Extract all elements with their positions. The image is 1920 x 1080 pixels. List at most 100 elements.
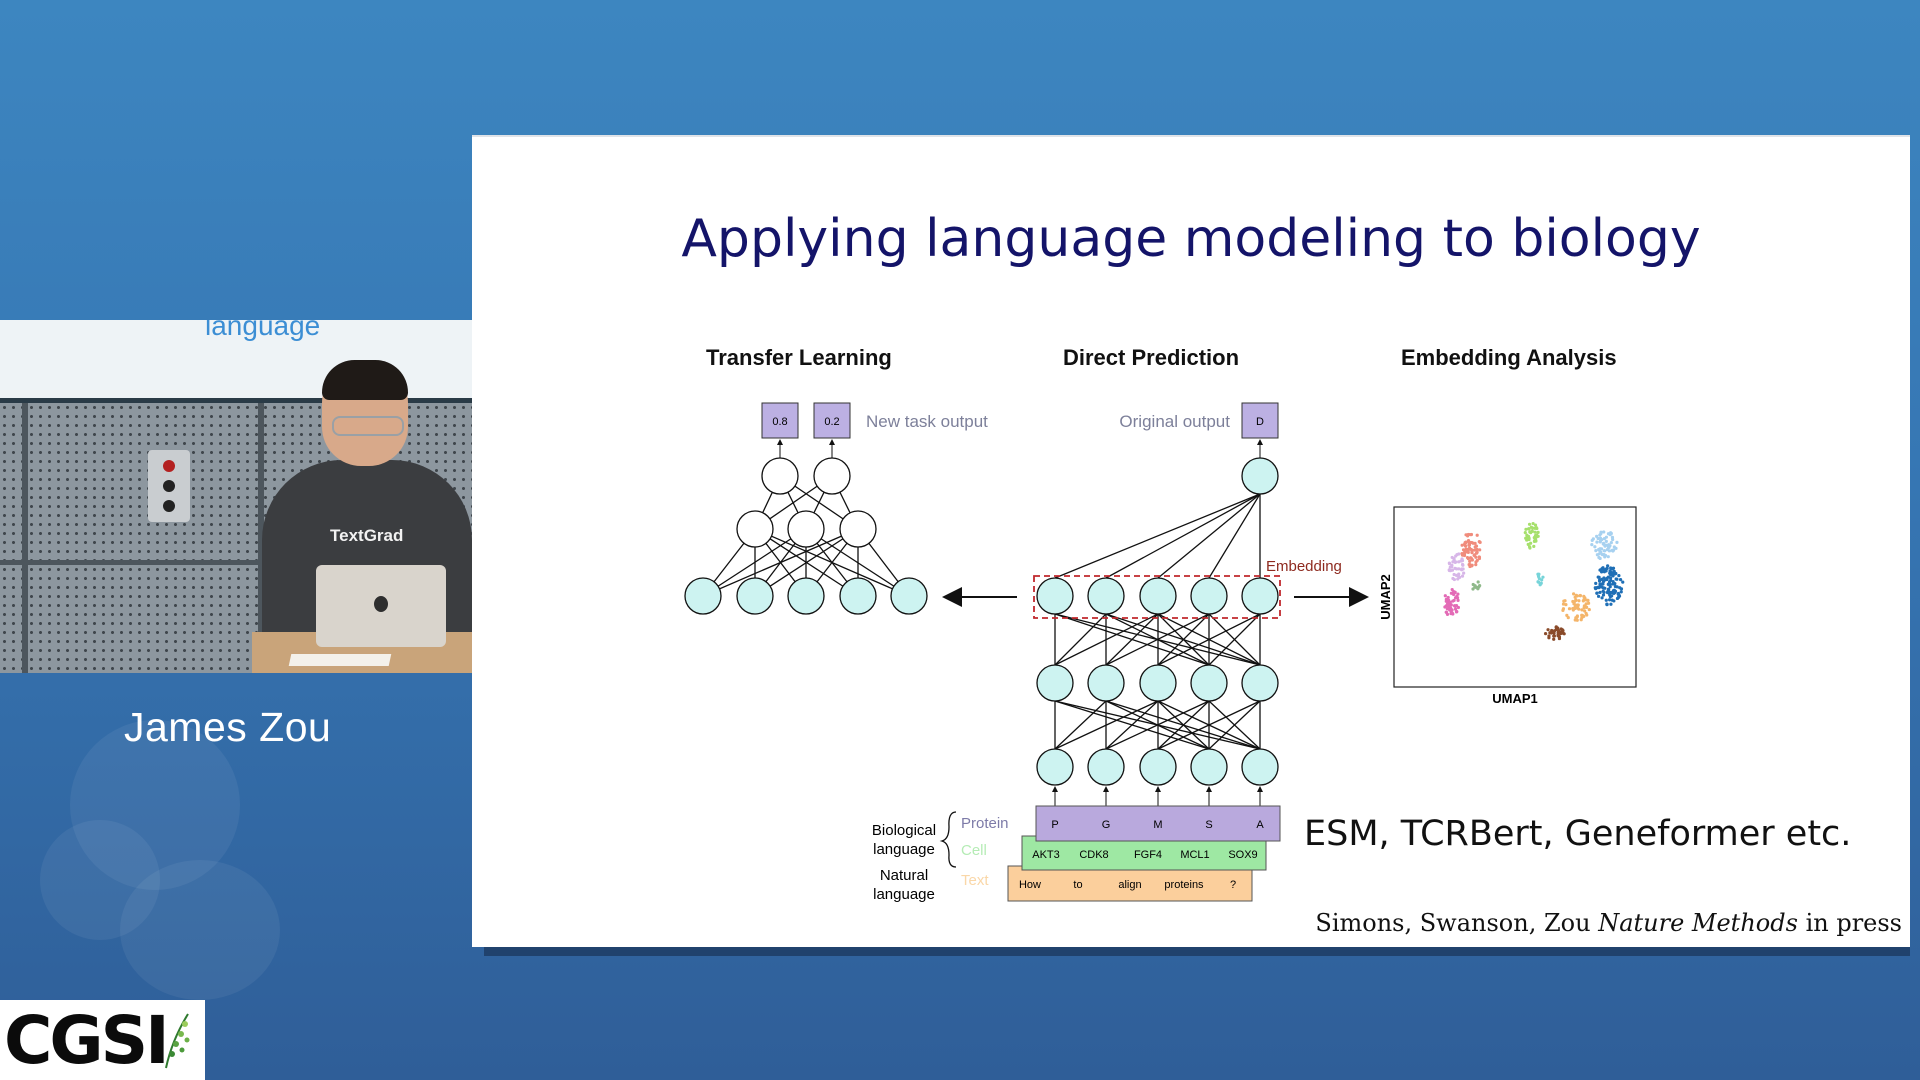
wall-text: language: [205, 320, 321, 341]
umap-point: [1523, 531, 1527, 535]
direct-embedding-node: [1087, 577, 1125, 615]
umap-point: [1450, 608, 1454, 612]
umap-point: [1462, 571, 1466, 575]
direct-layer2-node: [1139, 664, 1177, 702]
edge: [1105, 700, 1261, 750]
citation-journal: Nature Methods: [1598, 909, 1798, 937]
umap-point: [1599, 530, 1603, 534]
umap-point: [1611, 537, 1615, 542]
speaker-hair: [322, 360, 408, 400]
umap-point: [1531, 521, 1535, 526]
umap-point: [1538, 583, 1542, 587]
umap-point: [1447, 561, 1451, 565]
embedding-dashed-box: [1033, 575, 1281, 619]
umap-point: [1602, 553, 1606, 557]
umap-point: [1467, 543, 1471, 547]
umap-point: [1573, 606, 1577, 610]
umap-point: [1530, 529, 1534, 533]
umap-point: [1586, 601, 1591, 605]
edge: [1054, 613, 1210, 666]
umap-point: [1614, 577, 1618, 581]
umap-point: [1524, 527, 1528, 531]
umap-point: [1447, 568, 1451, 572]
umap-point: [1460, 557, 1464, 561]
transfer-input-node: [787, 577, 825, 615]
text-token: align: [1118, 879, 1141, 891]
label-natural-1: Natural: [880, 867, 928, 884]
umap-point: [1594, 549, 1598, 553]
edge: [1054, 613, 1107, 666]
edge: [1105, 613, 1261, 666]
umap-point: [1598, 579, 1602, 583]
umap-point: [1534, 539, 1538, 543]
umap-point: [1466, 550, 1470, 554]
umap-point: [1597, 552, 1601, 556]
umap-point: [1590, 543, 1594, 547]
umap-point: [1456, 577, 1460, 581]
umap-point: [1606, 587, 1611, 591]
umap-point: [1607, 591, 1611, 595]
umap-point: [1447, 598, 1451, 602]
umap-point: [1609, 602, 1613, 606]
umap-point: [1606, 555, 1610, 559]
label-natural-2: language: [873, 886, 935, 903]
umap-point: [1463, 548, 1467, 553]
umap-point: [1556, 633, 1560, 637]
new-task-label: New task output: [866, 412, 988, 431]
label-text: Text: [961, 872, 989, 889]
umap-point: [1474, 544, 1479, 548]
direct-embedding-node: [1190, 577, 1228, 615]
direct-layer2-node: [1190, 664, 1228, 702]
citation-status: in press: [1805, 909, 1902, 937]
umap-point: [1602, 549, 1606, 553]
umap-point: [1537, 572, 1541, 576]
embedding-label: Embedding: [1266, 558, 1342, 575]
umap-point: [1598, 568, 1603, 572]
umap-point: [1457, 567, 1461, 571]
umap-point: [1460, 551, 1464, 556]
cell-token: AKT3: [1032, 849, 1060, 861]
umap-point: [1454, 567, 1459, 571]
panel-seam: [22, 403, 28, 673]
umap-point: [1533, 530, 1537, 534]
umap-point: [1595, 534, 1599, 539]
umap-point: [1475, 533, 1479, 537]
panel-title-embedding-analysis: Embedding Analysis: [1401, 345, 1617, 370]
umap-point: [1599, 547, 1604, 551]
umap-point: [1618, 578, 1623, 582]
umap-point: [1464, 533, 1468, 537]
umap-point: [1596, 594, 1601, 598]
cell-token: CDK8: [1079, 849, 1108, 861]
brace: [939, 811, 957, 868]
direct-layer2-node: [1036, 664, 1074, 702]
umap-point: [1598, 539, 1602, 543]
umap-point: [1617, 594, 1622, 598]
protein-token: G: [1102, 819, 1111, 831]
umap-point: [1581, 599, 1585, 603]
edge: [754, 528, 910, 597]
transfer-input-node: [890, 577, 928, 615]
umap-point: [1594, 581, 1598, 585]
umap-point: [1617, 573, 1621, 578]
umap-point: [1584, 602, 1588, 606]
umap-point: [1526, 527, 1531, 531]
cell-token: FGF4: [1134, 849, 1162, 861]
umap-point: [1443, 594, 1447, 598]
umap-point: [1526, 542, 1530, 547]
umap-point: [1466, 538, 1471, 543]
umap-point: [1583, 604, 1587, 609]
protein-token: S: [1205, 819, 1212, 831]
edge: [1157, 613, 1261, 666]
umap-point: [1445, 612, 1450, 616]
edge: [1105, 493, 1261, 579]
umap-point: [1474, 585, 1478, 589]
background-hexagon: [120, 860, 280, 1000]
slide-title: Applying language modeling to biology: [681, 209, 1701, 269]
label-biological-2: language: [873, 841, 935, 858]
umap-point: [1615, 596, 1620, 601]
transfer-input-node: [839, 577, 877, 615]
umap-point: [1532, 544, 1536, 548]
diagram: Embedding 0.8 0.2 New task output D Orig…: [684, 402, 1637, 903]
label-protein: Protein: [961, 815, 1009, 832]
umap-point: [1574, 593, 1578, 597]
